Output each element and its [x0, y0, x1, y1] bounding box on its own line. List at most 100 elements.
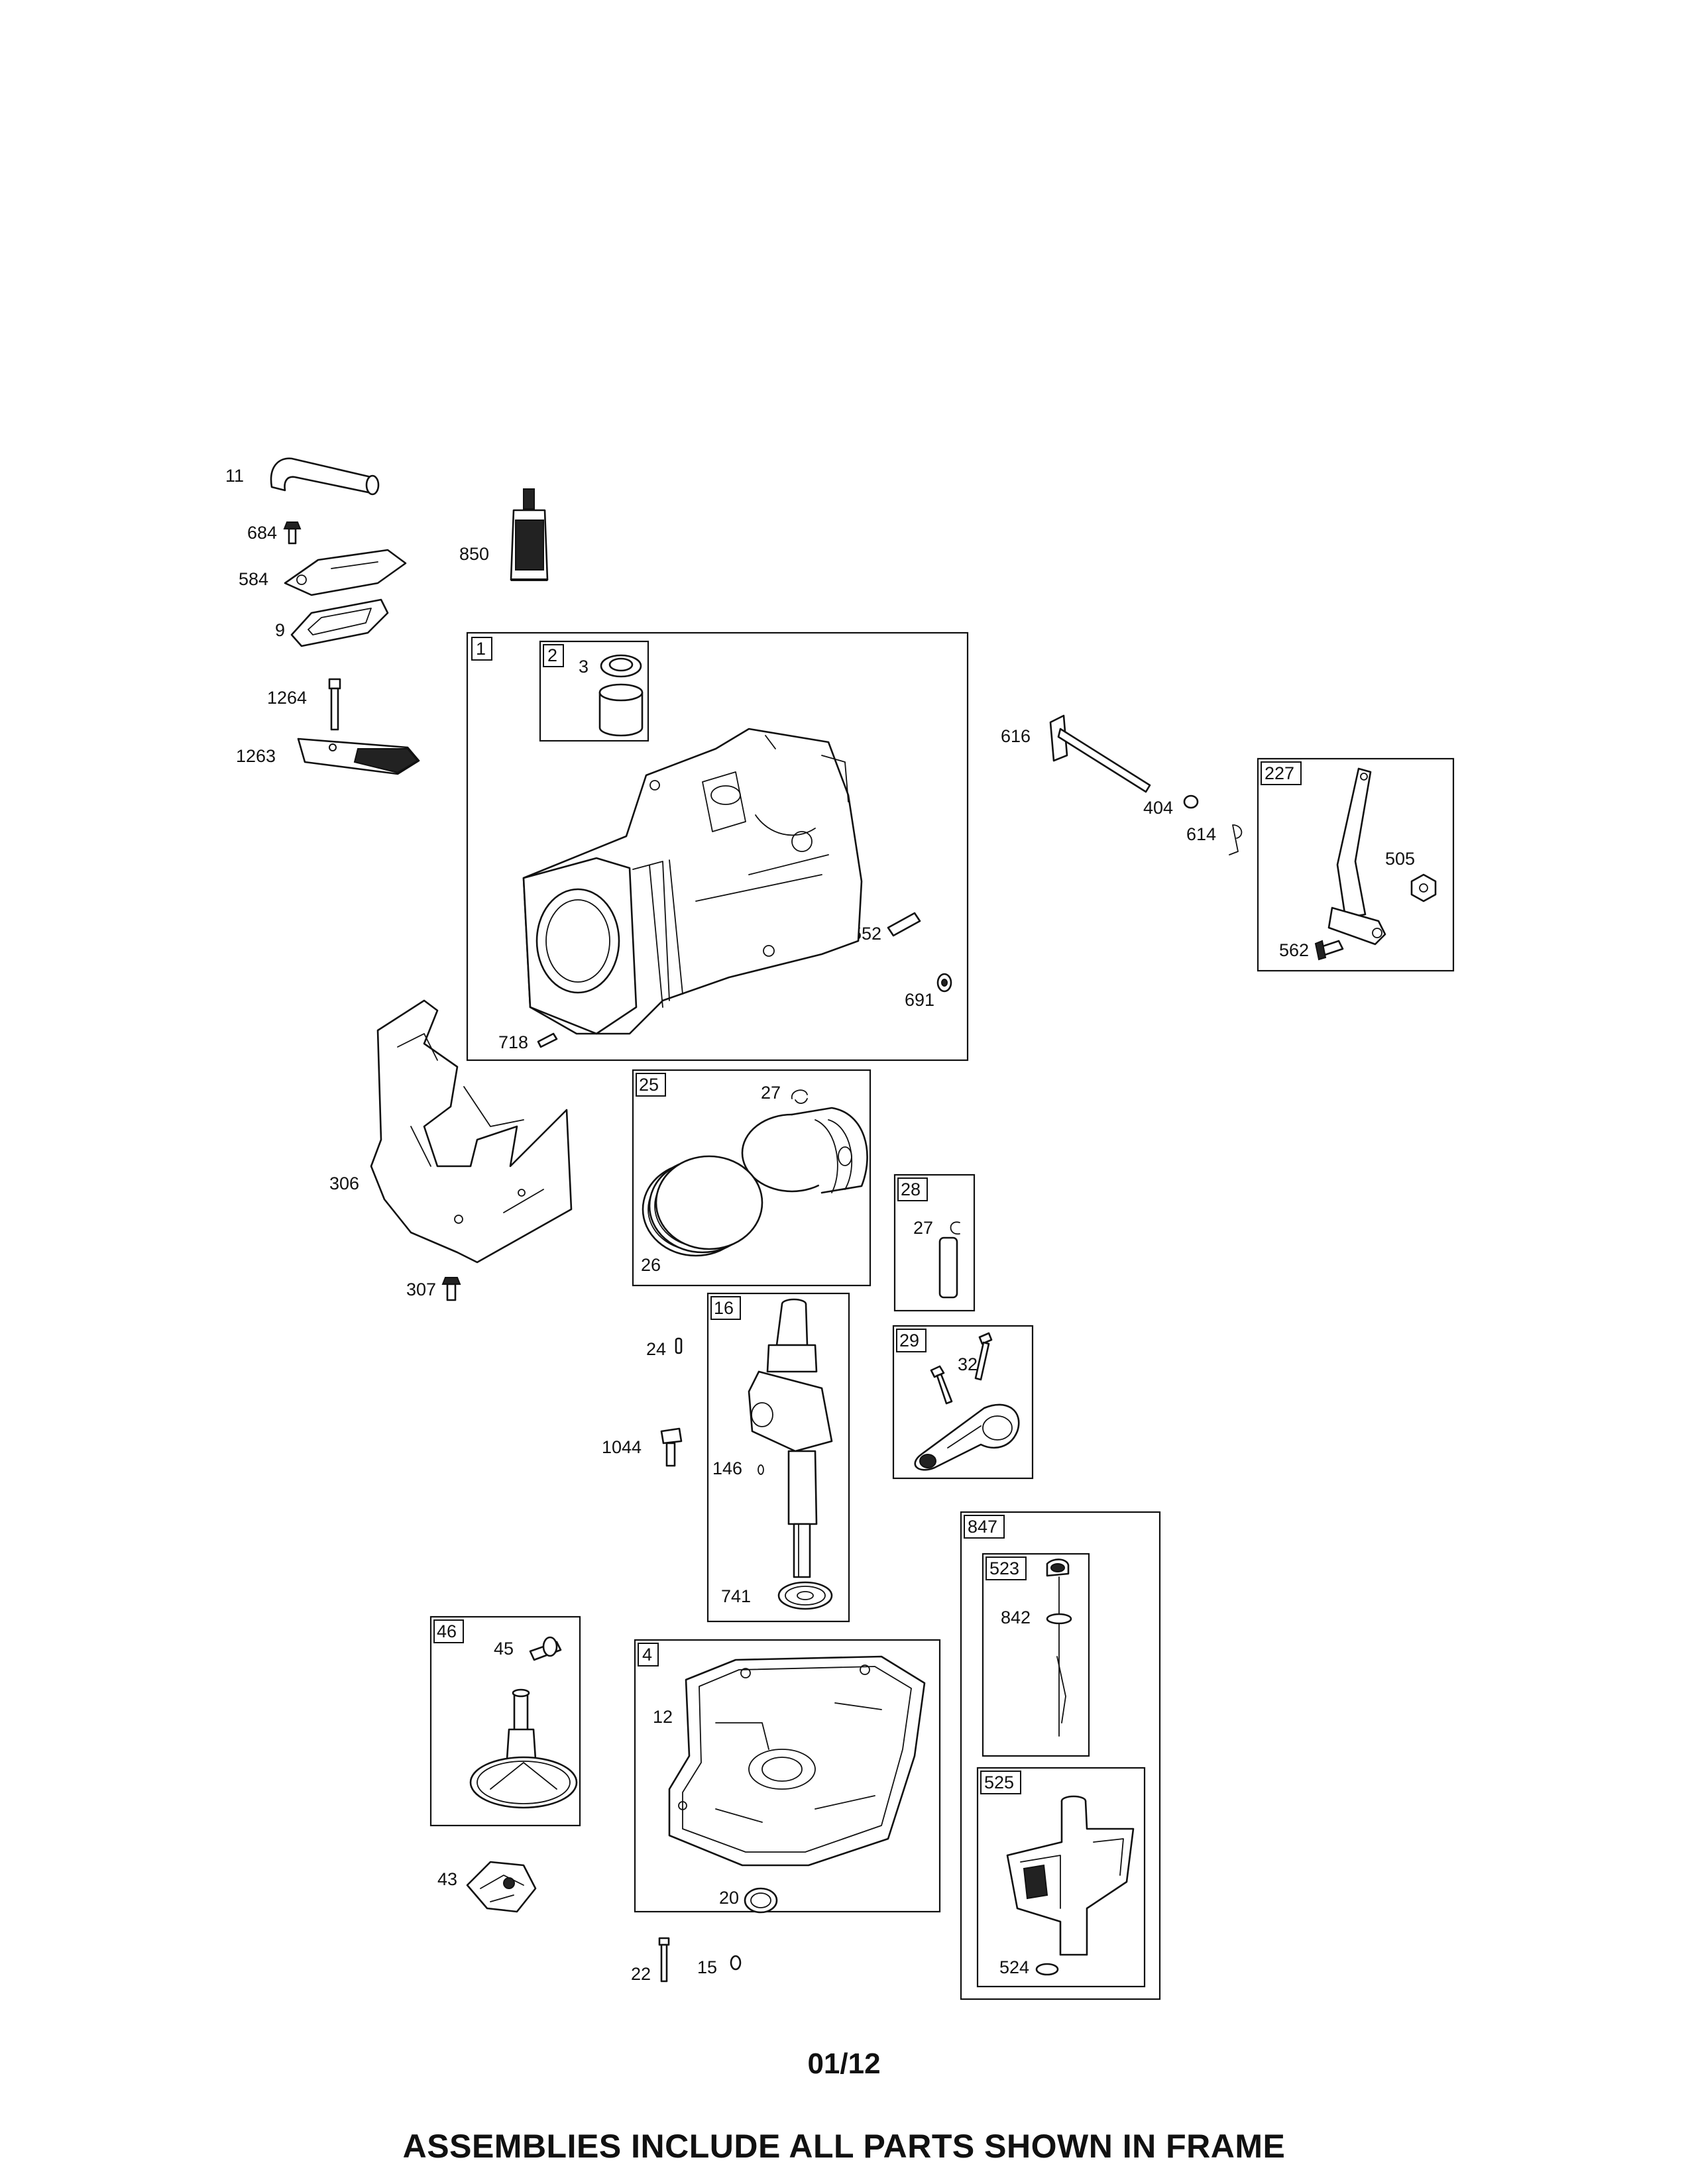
screw-307-icon — [441, 1277, 461, 1301]
governor-43-icon — [466, 1861, 537, 1913]
bushing-icon — [598, 683, 644, 737]
o-ring-524-icon — [1035, 1963, 1059, 1976]
camshaft-gear-icon — [469, 1688, 578, 1809]
sealant-tube-icon — [510, 488, 549, 581]
frame-46-label: 46 — [437, 1621, 457, 1641]
frame-25: 25 — [632, 1069, 872, 1287]
washer-691-icon — [936, 973, 952, 993]
page-code: 01/12 — [807, 2048, 881, 2080]
governor-lever-icon — [1327, 767, 1386, 946]
frame-2-label: 2 — [547, 645, 557, 665]
callout-850: 850 — [459, 544, 489, 564]
bolt-22-icon — [658, 1937, 670, 1983]
clip-614-icon — [1229, 824, 1243, 855]
callout-741: 741 — [721, 1586, 751, 1606]
callout-524: 524 — [999, 1957, 1029, 1977]
pin-718-icon — [537, 1032, 558, 1048]
frame-847-label: 847 — [968, 1517, 997, 1537]
callout-27b: 27 — [913, 1218, 933, 1238]
frame-16: 16 — [706, 1292, 850, 1623]
dowel-pin-552-icon — [887, 912, 921, 937]
frame-525: 525 — [976, 1767, 1146, 1988]
crankshaft-icon — [748, 1298, 833, 1578]
callout-43: 43 — [437, 1869, 457, 1889]
callout-146: 146 — [712, 1458, 742, 1478]
callout-505: 505 — [1385, 849, 1415, 869]
frame-16-label: 16 — [714, 1298, 734, 1318]
callout-584: 584 — [239, 569, 268, 589]
dipstick-tube-icon — [1006, 1795, 1135, 1956]
callout-842: 842 — [1001, 1608, 1031, 1627]
oil-seal-icon — [600, 654, 642, 678]
callout-45: 45 — [494, 1639, 514, 1659]
callout-691: 691 — [905, 990, 934, 1010]
frame-227-label: 227 — [1265, 763, 1294, 783]
washer-404-icon — [1183, 794, 1199, 809]
piston-icon — [741, 1107, 868, 1194]
bolt-32-icon — [930, 1332, 993, 1405]
assemblies-note: ASSEMBLIES INCLUDE ALL PARTS SHOWN IN FR… — [402, 2128, 1286, 2165]
breather-cover-icon — [284, 549, 407, 596]
cylinder-block-icon — [522, 728, 863, 1035]
piston-rings-icon — [642, 1155, 763, 1257]
circlip-27a-icon — [791, 1089, 808, 1104]
pin-24-icon — [675, 1337, 683, 1354]
callout-614: 614 — [1186, 824, 1216, 844]
callout-27a: 27 — [761, 1083, 781, 1103]
bolt-562-icon — [1314, 940, 1344, 961]
frame-525-label: 525 — [984, 1773, 1014, 1792]
callout-11: 11 — [225, 466, 244, 486]
gasket-9-icon — [290, 598, 389, 647]
callout-616: 616 — [1001, 726, 1031, 746]
frame-25-label: 25 — [639, 1075, 659, 1095]
washer-15-icon — [730, 1955, 742, 1971]
bolt-1264-icon — [328, 678, 341, 731]
frame-28: 28 — [893, 1174, 976, 1312]
circlip-27b-icon — [950, 1221, 960, 1234]
frame-523-label: 523 — [989, 1558, 1019, 1578]
bolt-1044-icon — [660, 1427, 683, 1467]
plate-1263-icon — [297, 737, 420, 775]
frame-523: 523 — [982, 1553, 1090, 1757]
nut-505-icon — [1410, 873, 1437, 902]
callout-684: 684 — [247, 523, 277, 543]
frame-2: 2 — [539, 640, 649, 742]
oil-seal-20-icon — [744, 1887, 778, 1914]
callout-1264: 1264 — [267, 688, 307, 708]
o-ring-842-icon — [1046, 1613, 1072, 1625]
connecting-rod-icon — [914, 1403, 1020, 1471]
frame-28-label: 28 — [901, 1179, 921, 1199]
callout-1263: 1263 — [236, 746, 276, 766]
crankcase-sump-icon — [668, 1655, 926, 1867]
frame-4: 4 — [634, 1639, 941, 1913]
callout-26: 26 — [641, 1255, 661, 1275]
pin-45-icon — [529, 1636, 562, 1661]
screw-684-icon — [283, 521, 302, 545]
callout-307: 307 — [406, 1280, 436, 1299]
callout-562: 562 — [1279, 940, 1309, 960]
callout-1044: 1044 — [602, 1437, 642, 1457]
callout-22: 22 — [631, 1964, 651, 1984]
engine-shield-306-icon — [370, 999, 573, 1264]
key-146-icon — [758, 1464, 764, 1475]
callout-718: 718 — [498, 1032, 528, 1052]
callout-404: 404 — [1143, 798, 1173, 818]
dipstick-icon — [1046, 1558, 1070, 1737]
timing-gear-741-icon — [777, 1581, 833, 1610]
callout-12: 12 — [653, 1707, 673, 1727]
frame-1-label: 1 — [476, 639, 486, 659]
frame-847: 847 — [960, 1511, 1161, 2000]
callout-306: 306 — [329, 1174, 359, 1193]
callout-15: 15 — [697, 1957, 717, 1977]
frame-29-label: 29 — [899, 1331, 919, 1350]
callout-9: 9 — [275, 620, 285, 640]
callout-24: 24 — [646, 1339, 666, 1359]
frame-4-label: 4 — [642, 1645, 652, 1665]
frame-29: 29 — [892, 1325, 1034, 1480]
breather-tube-icon — [270, 457, 380, 496]
frame-1: 1 — [466, 631, 969, 1062]
callout-labels: 11 684 584 9 850 1264 1263 3 616 404 614… — [225, 466, 1415, 1984]
callout-20: 20 — [719, 1888, 739, 1908]
callout-3: 3 — [579, 657, 589, 677]
